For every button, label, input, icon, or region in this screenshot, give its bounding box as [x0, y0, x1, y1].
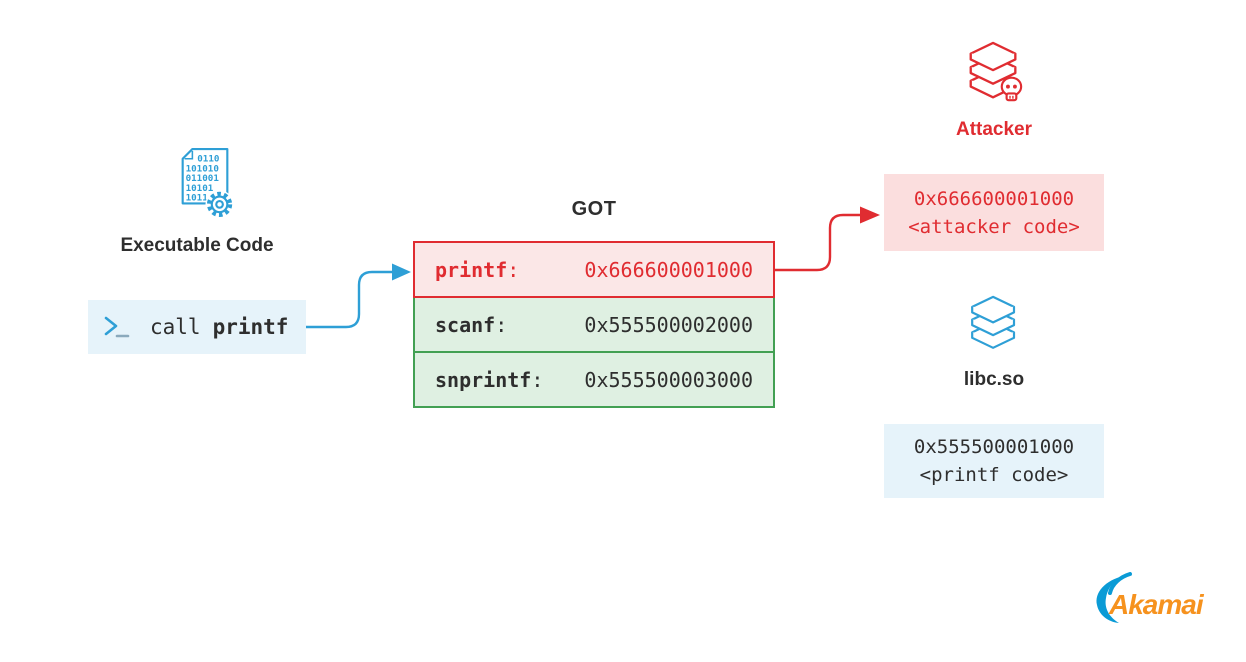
got-entry-name: snprintf:	[435, 367, 544, 392]
akamai-logo-graphic: Akamai	[1096, 572, 1206, 623]
terminal-prompt-icon	[104, 316, 130, 338]
call-to-got-arrowhead	[392, 263, 411, 281]
got-entry-name: scanf:	[435, 312, 508, 337]
akamai-logo: Akamai	[1090, 572, 1212, 626]
got-entry-name: printf:	[435, 257, 520, 282]
binary-line: 1011	[186, 193, 209, 204]
books-skull-icon	[969, 41, 1023, 102]
binary-line: 0110	[197, 154, 219, 165]
got-table: printf: 0x666600001000 scanf: 0x55550000…	[413, 241, 775, 408]
binary-file-gear-icon: 0110 101010 011001 10101 1011	[181, 147, 234, 219]
libc-code-box: 0x555500001000 <printf code>	[884, 424, 1104, 498]
books-stack-icon	[971, 295, 1016, 349]
got-title: GOT	[571, 198, 617, 220]
got-row-printf: printf: 0x666600001000	[413, 241, 775, 298]
akamai-wave-inner-icon	[1108, 572, 1132, 595]
got-row-snprintf: snprintf: 0x555500003000	[413, 351, 775, 408]
libc-icon-wrap	[964, 290, 1024, 362]
executable-code-label: Executable Code	[120, 235, 274, 256]
binary-line: 011001	[186, 173, 220, 184]
got-row-scanf: scanf: 0x555500002000	[413, 296, 775, 353]
attacker-address: 0x666600001000	[913, 187, 1075, 210]
akamai-logo-text: Akamai	[1108, 589, 1205, 620]
executable-code-icon-wrap: 0110 101010 011001 10101 1011	[172, 146, 238, 222]
attacker-code-label: <attacker code>	[908, 215, 1080, 238]
libc-address: 0x555500001000	[913, 436, 1075, 458]
got-to-attacker-arrowhead	[860, 206, 880, 224]
got-entry-address: 0x666600001000	[584, 257, 753, 282]
attacker-code-box: 0x666600001000 <attacker code>	[884, 174, 1104, 251]
got-entry-address: 0x555500003000	[584, 367, 753, 392]
libc-label: libc.so	[963, 369, 1025, 390]
call-to-got-arrow	[305, 270, 394, 329]
libc-code-label: <printf code>	[919, 464, 1069, 486]
call-printf-box: call printf	[88, 300, 306, 354]
call-keyword: call	[150, 315, 201, 339]
gear-icon	[205, 190, 234, 219]
call-target: printf	[212, 315, 289, 339]
attacker-icon-wrap	[962, 36, 1026, 112]
attacker-label: Attacker	[955, 119, 1033, 140]
binary-line: 10101	[186, 183, 214, 194]
got-entry-address: 0x555500002000	[584, 312, 753, 337]
skull-icon	[1000, 76, 1023, 102]
binary-line: 101010	[186, 163, 219, 174]
got-to-attacker-arrow	[775, 213, 862, 272]
akamai-wave-icon	[1096, 576, 1124, 623]
call-instruction: call printf	[150, 315, 288, 339]
